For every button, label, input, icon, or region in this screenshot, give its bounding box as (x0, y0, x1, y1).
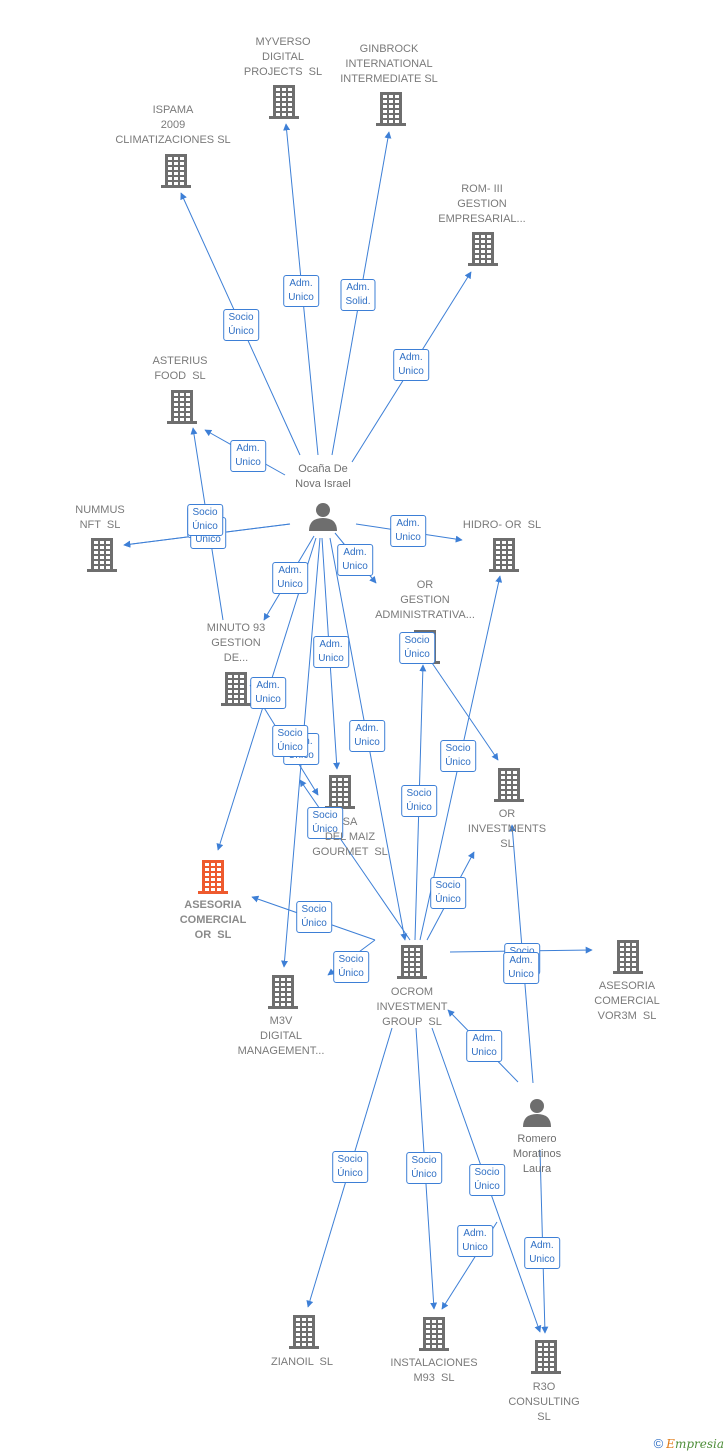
brand-rest: mpresia (674, 1437, 724, 1451)
node-label-minuto[interactable]: MINUTO 93 GESTION DE... (206, 622, 266, 664)
edge-label[interactable]: Socio Único (406, 1152, 442, 1184)
node-label-ispama[interactable]: ISPAMA 2009 CLIMATIZACIONES SL (115, 104, 231, 146)
nodes-layer (87, 85, 643, 1374)
edge-label[interactable]: Socio Único (272, 725, 308, 757)
edge-label[interactable]: Socio Único (333, 951, 369, 983)
building-icon[interactable] (268, 975, 298, 1009)
edge-label[interactable]: Socio Único (332, 1151, 368, 1183)
edge-label[interactable]: Socio Único (401, 785, 437, 817)
edge-label[interactable]: Adm. Unico (524, 1237, 560, 1269)
node-label-ocrom[interactable]: OCROM INVESTMENT GROUP SL (376, 986, 448, 1028)
node-label-m3v[interactable]: M3V DIGITAL MANAGEMENT... (237, 1015, 325, 1057)
edge-label[interactable]: Socio Único (223, 309, 259, 341)
building-icon[interactable] (167, 390, 197, 424)
building-icon[interactable] (161, 154, 191, 188)
edge-label[interactable]: Adm. Solid. (340, 279, 376, 311)
brand-initial: E (666, 1437, 675, 1451)
building-icon[interactable] (376, 92, 406, 126)
node-label-myverso[interactable]: MYVERSO DIGITAL PROJECTS SL (243, 36, 323, 78)
node-label-ocana[interactable]: Ocaña De Nova Israel (295, 463, 351, 490)
edge-ocrom-casa (299, 779, 411, 941)
edge-label[interactable]: Adm. Unico (337, 544, 373, 576)
edge-label[interactable]: Socio Único (187, 504, 223, 536)
building-icon[interactable] (397, 945, 427, 979)
footer-brand[interactable]: ©Empresia (654, 1436, 724, 1451)
edge-label[interactable]: Socio Único (296, 901, 332, 933)
building-icon[interactable] (494, 768, 524, 802)
node-label-casa[interactable]: SA DEL MAIZ GOURMET SL (312, 816, 388, 858)
node-label-vor3m[interactable]: ASESORIA COMERCIAL VOR3M SL (594, 980, 660, 1022)
copyright-icon: © (653, 1436, 664, 1451)
node-label-orgestion[interactable]: OR GESTION ADMINISTRATIVA... (375, 579, 475, 621)
building-icon[interactable] (613, 940, 643, 974)
building-icon[interactable] (87, 538, 117, 572)
building-icon[interactable] (269, 85, 299, 119)
edge-label[interactable]: Socio Único (430, 877, 466, 909)
node-label-r3o[interactable]: R3O CONSULTING SL (508, 1381, 580, 1423)
node-label-romero[interactable]: Romero Moratinos Laura (512, 1133, 562, 1175)
edge-label[interactable]: Adm. Unico (349, 720, 385, 752)
edge-label[interactable]: Adm. Unico (250, 677, 286, 709)
edge-label[interactable]: Adm. Unico (503, 952, 539, 984)
edge-orgestion-orinv (429, 659, 499, 761)
edge-label[interactable]: Adm. Unico (272, 562, 308, 594)
node-label-orinv[interactable]: OR INVESTMENTS SL (467, 808, 547, 850)
building-icon[interactable] (468, 232, 498, 266)
node-label-nummus[interactable]: NUMMUS NFT SL (75, 504, 125, 531)
building-icon[interactable] (419, 1317, 449, 1351)
node-label-zianoil[interactable]: ZIANOIL SL (271, 1356, 333, 1368)
building-icon[interactable] (325, 775, 355, 809)
edge-label[interactable]: Adm. Unico (230, 440, 266, 472)
building-icon[interactable] (531, 1340, 561, 1374)
building-icon[interactable] (198, 860, 228, 894)
node-label-asesoria[interactable]: ASESORIA COMERCIAL OR SL (179, 899, 247, 941)
building-icon[interactable] (289, 1315, 319, 1349)
edge-label[interactable]: Socio Único (469, 1164, 505, 1196)
brand-name: Empresia (666, 1437, 724, 1451)
building-icon[interactable] (221, 672, 251, 706)
edge-label[interactable]: Socio Único (440, 740, 476, 772)
edge-label[interactable]: Adm. Unico (457, 1225, 493, 1257)
building-icon[interactable] (489, 538, 519, 572)
edge-label[interactable]: Adm. Unico (313, 636, 349, 668)
node-label-ginbrock[interactable]: GINBROCK INTERNATIONAL INTERMEDIATE SL (340, 43, 438, 85)
edge-label[interactable]: Socio Único (399, 632, 435, 664)
edge-label[interactable]: Adm. Unico (283, 275, 319, 307)
node-label-rom3[interactable]: ROM- III GESTION EMPRESARIAL... (438, 183, 526, 225)
edge-label[interactable]: Socio Único (307, 807, 343, 839)
edge-label[interactable]: Adm. Unico (393, 349, 429, 381)
edge-label[interactable]: Adm. Unico (390, 515, 426, 547)
node-label-instal[interactable]: INSTALACIONES M93 SL (390, 1357, 478, 1384)
node-label-asterius[interactable]: ASTERIUS FOOD SL (152, 355, 208, 382)
person-icon[interactable] (309, 503, 337, 531)
node-label-hidro[interactable]: HIDRO- OR SL (462, 519, 542, 531)
edge-label[interactable]: Adm. Unico (466, 1030, 502, 1062)
person-icon[interactable] (523, 1099, 551, 1127)
